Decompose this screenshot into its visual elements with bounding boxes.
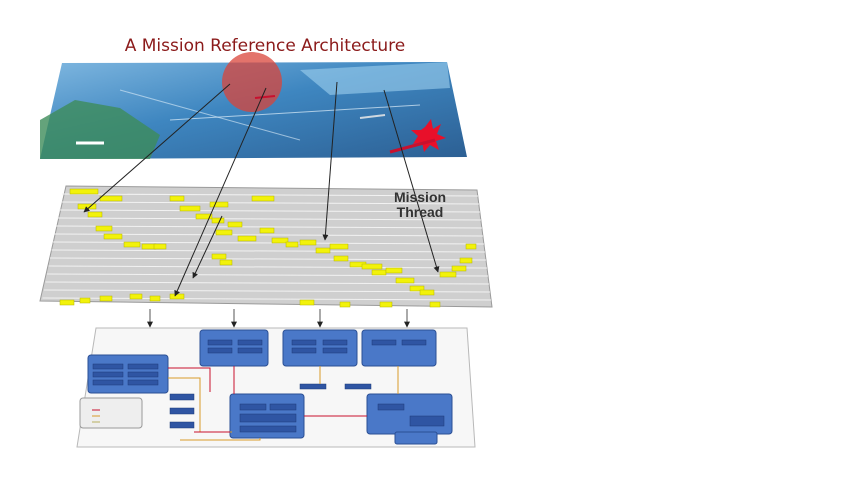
thread-activity-block [59, 299, 75, 306]
mission-thread-label-line1: Mission [393, 189, 447, 205]
thread-activity-block [339, 301, 351, 308]
thread-activity-block [219, 259, 233, 266]
legend-box [79, 397, 143, 429]
thread-activity-block [79, 297, 91, 304]
thread-activity-block [371, 269, 387, 276]
thread-activity-block [315, 247, 331, 254]
thread-swimlane-line [60, 201, 480, 205]
thread-activity-block [95, 225, 113, 232]
architecture-node-top-3 [361, 329, 437, 367]
thread-activity-block [99, 295, 113, 302]
thread-activity-block [361, 263, 383, 270]
thread-activity-block [69, 188, 99, 195]
architecture-node-bottom-right [394, 431, 438, 445]
thread-activity-block [211, 217, 225, 224]
thread-activity-block [77, 203, 97, 210]
scenario-to-thread-arrows [83, 81, 440, 297]
thread-activity-block [439, 271, 457, 278]
thread-swimlane-line [55, 225, 483, 229]
thread-activity-block [285, 241, 299, 248]
thread-activity-block [251, 195, 275, 202]
mission-thread-label-line2: Thread [396, 204, 444, 220]
thread-activity-block [385, 267, 403, 274]
thread-activity-block [395, 277, 415, 284]
thread-swimlane-line [51, 249, 486, 253]
thread-activity-block [149, 295, 161, 302]
architecture-node-right [366, 393, 453, 435]
thread-activity-block [465, 243, 477, 250]
thread-activity-block [153, 243, 167, 250]
thread-activity-block [169, 293, 185, 300]
thread-activity-block [169, 195, 185, 202]
thread-swimlane-line [48, 265, 488, 269]
thread-activity-block [451, 265, 467, 272]
thread-activity-block [209, 201, 229, 208]
thread-activity-block [237, 235, 257, 242]
thread-activity-block [429, 301, 441, 308]
thread-activity-block [333, 255, 349, 262]
thread-activity-block [129, 293, 143, 300]
thread-swimlane-line [54, 233, 484, 237]
thread-activity-block [299, 299, 315, 306]
thread-activity-block [379, 301, 393, 308]
thread-activity-block [99, 195, 123, 202]
thread-swimlane-line [49, 257, 487, 261]
thread-activity-block [103, 233, 123, 240]
thread-activity-block [87, 211, 103, 218]
thread-to-architecture-arrows [147, 309, 410, 328]
thread-activity-block [299, 239, 317, 246]
thread-swimlane-line [43, 289, 491, 293]
thread-activity-block [409, 285, 425, 292]
diagram-title: A Mission Reference Architecture [124, 36, 406, 56]
thread-activity-block [227, 221, 243, 228]
thread-swimlane-line [45, 281, 490, 285]
thread-activity-block [215, 229, 233, 236]
explosion-icon [411, 119, 446, 152]
mission-thread-label: Mission Thread [378, 190, 462, 220]
thread-activity-block [271, 237, 289, 244]
thread-activity-block [419, 289, 435, 296]
thread-activity-block [123, 241, 141, 248]
system-architecture-layer [76, 327, 476, 448]
thread-swimlane-line [57, 217, 482, 221]
thread-swimlane-line [46, 273, 489, 277]
operational-scenario-layer [40, 52, 467, 159]
thread-activity-block [459, 257, 473, 264]
thread-swimlane-line [58, 209, 481, 213]
thread-activity-block [259, 227, 275, 234]
threat-zone-marker [222, 52, 282, 112]
thread-activity-block [329, 243, 349, 250]
mission-thread-layer [39, 185, 493, 308]
thread-swimlane-line [61, 193, 479, 197]
thread-activity-block [211, 253, 227, 260]
thread-activity-block [195, 213, 213, 220]
thread-activity-block [179, 205, 201, 212]
thread-swimlane-line [42, 297, 492, 301]
